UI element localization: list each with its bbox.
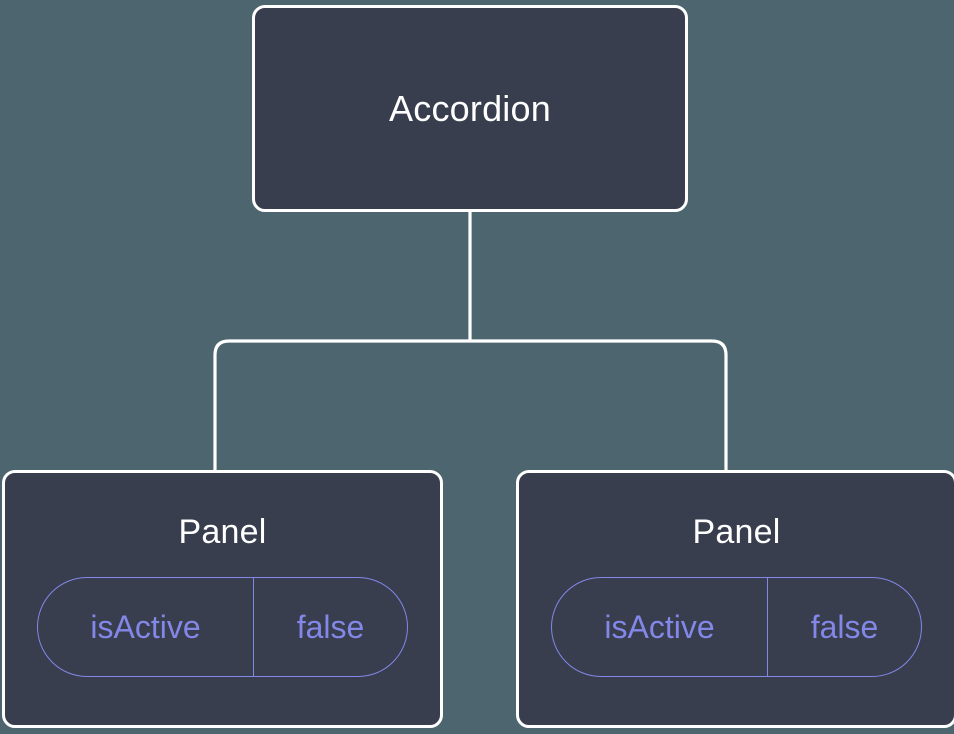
prop-value-label: false [810, 609, 879, 645]
node-panel-left[interactable]: Panel isActive false [2, 470, 443, 728]
node-panel-right[interactable]: Panel isActive false [516, 470, 954, 728]
prop-key-label: isActive [38, 578, 254, 676]
prop-key-label: isActive [552, 578, 768, 676]
node-accordion[interactable]: Accordion [252, 5, 688, 212]
prop-value-label: false [296, 609, 365, 645]
node-panel-right-label: Panel [692, 513, 781, 551]
prop-badge-isactive-right[interactable]: isActive false [551, 577, 922, 677]
node-panel-left-label: Panel [178, 513, 267, 551]
connector-bus-to-left-panel [213, 339, 470, 470]
node-accordion-label: Accordion [389, 87, 551, 129]
connector-bus-to-right-panel [470, 339, 728, 470]
prop-badge-isactive-left[interactable]: isActive false [37, 577, 408, 677]
